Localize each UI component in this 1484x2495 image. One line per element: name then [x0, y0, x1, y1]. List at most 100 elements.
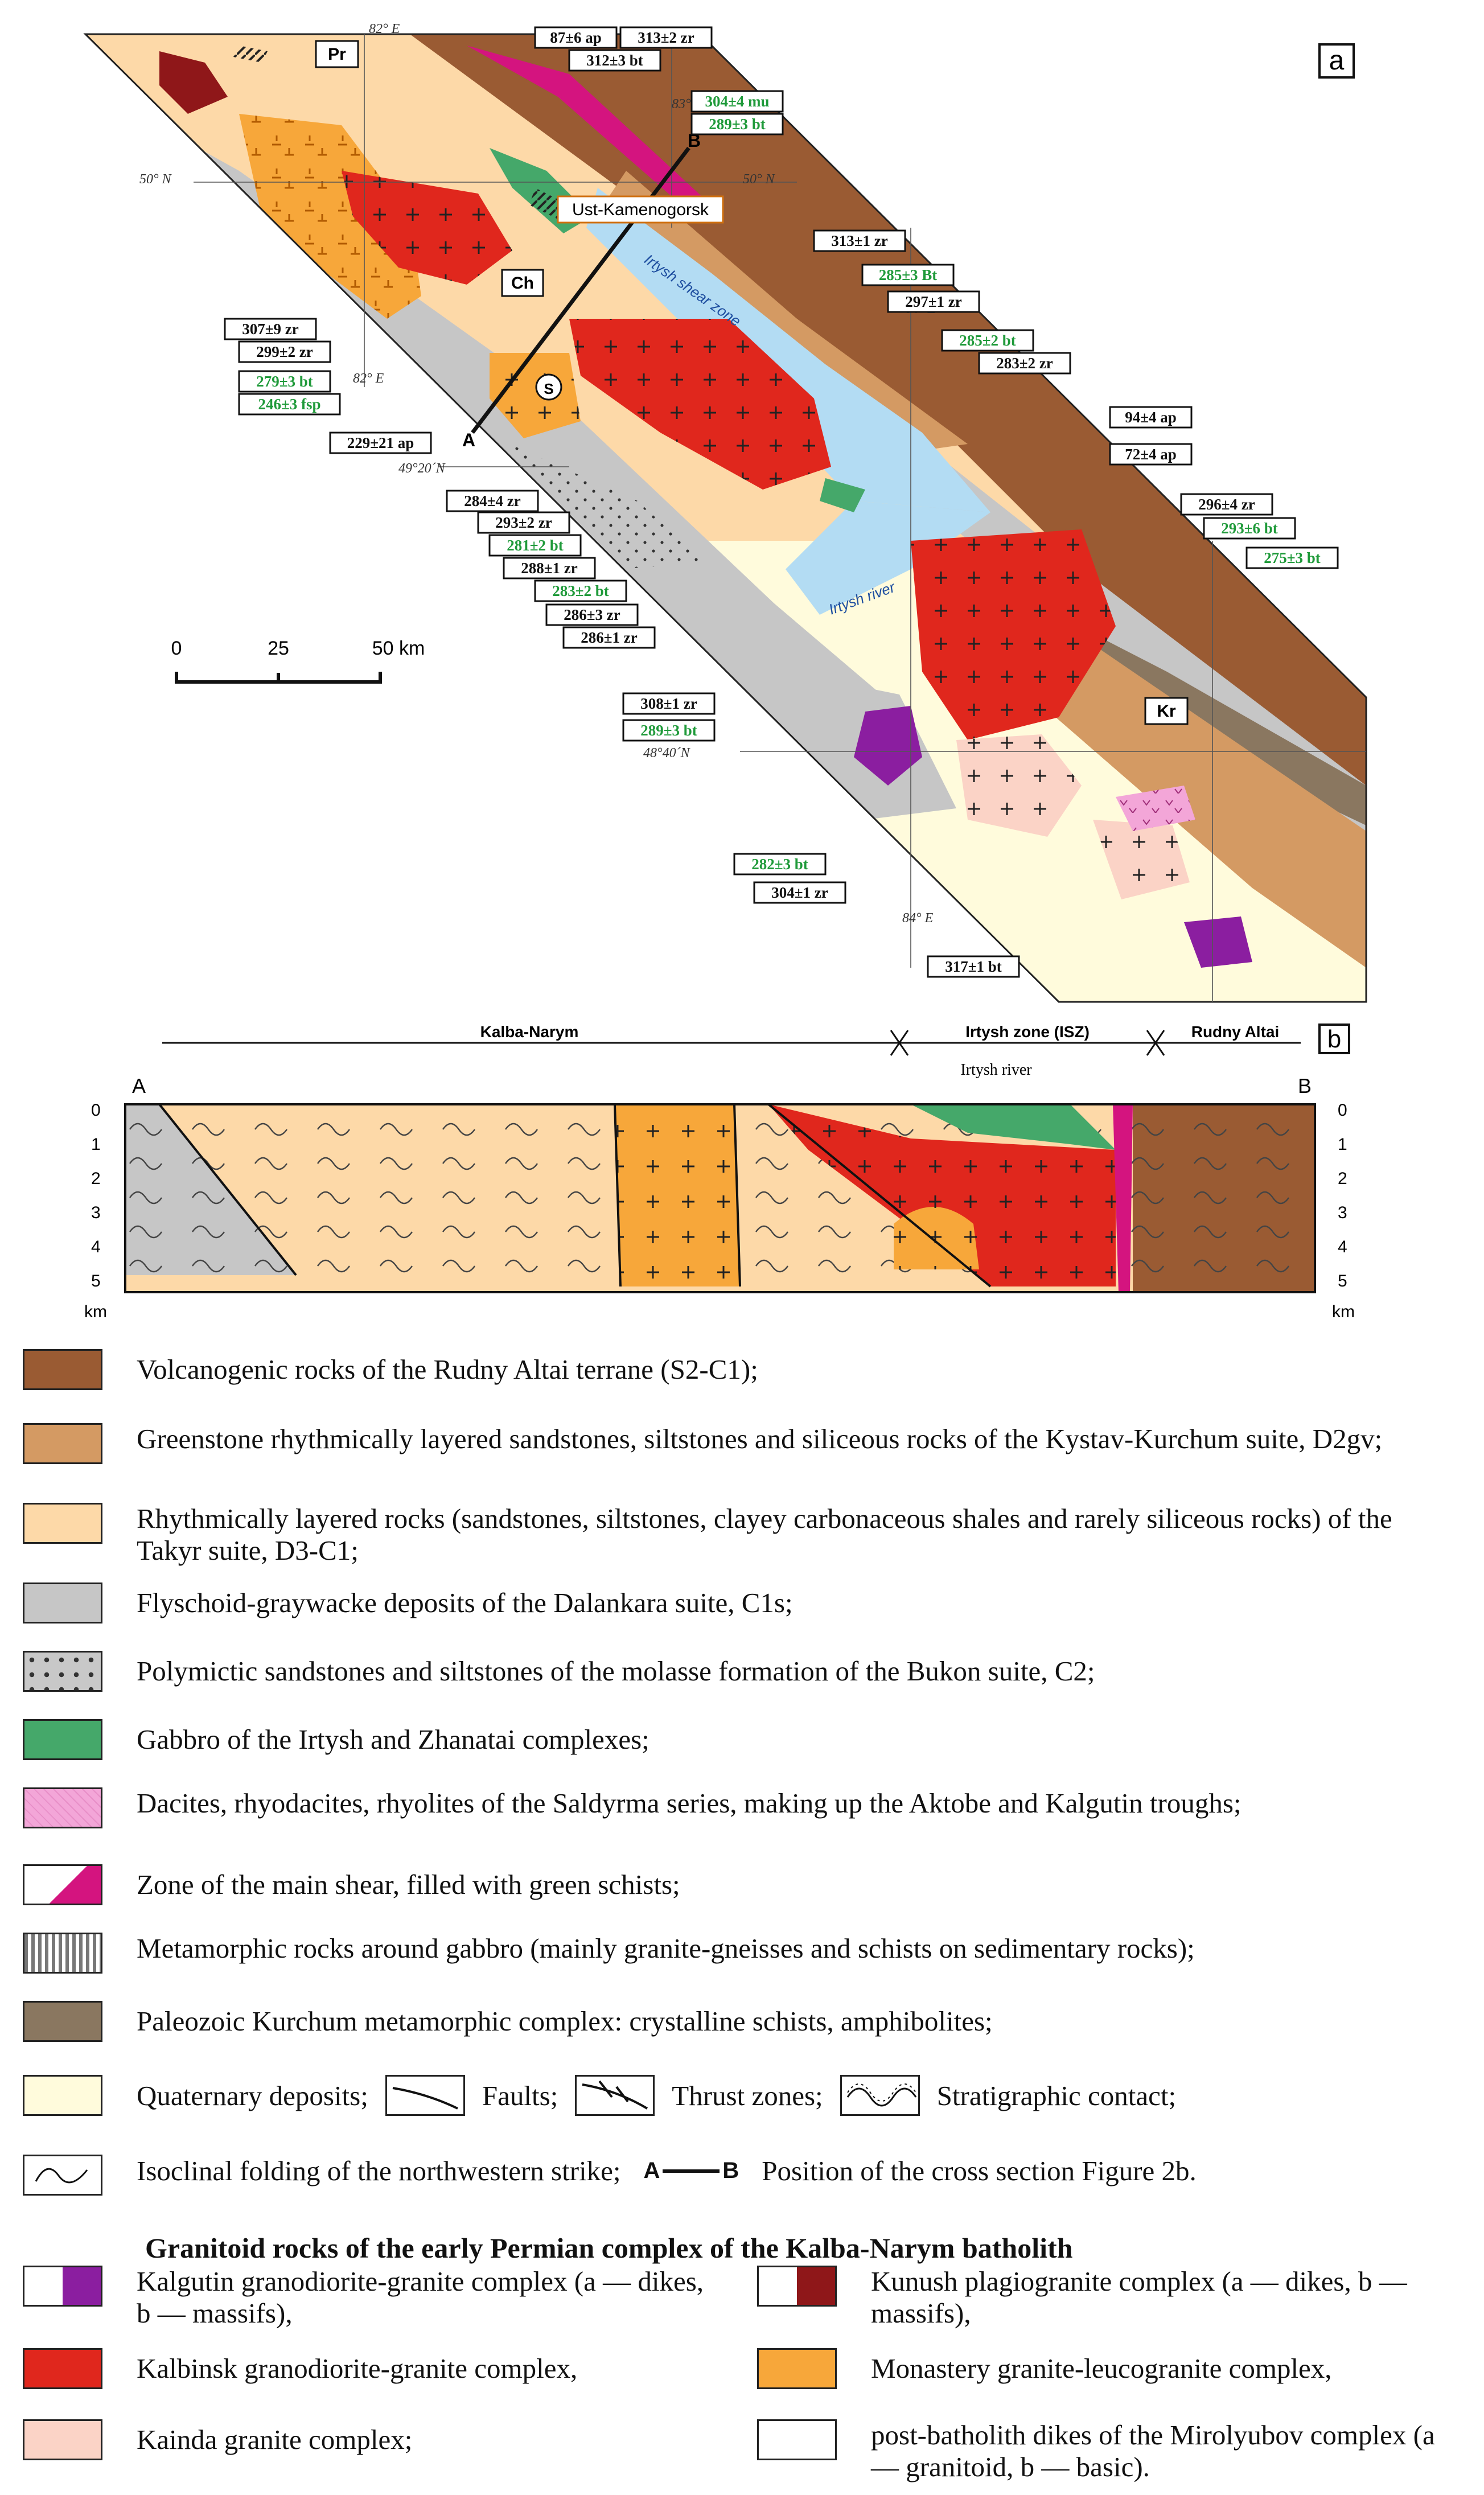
place-kr: Kr: [1157, 702, 1176, 721]
age-label-box: [1180, 493, 1273, 516]
kalgutin-massif: [854, 706, 922, 786]
lon-82-mid: 82° E: [353, 371, 384, 386]
swatch-strat: [840, 2075, 920, 2116]
swatch-faults: [385, 2075, 465, 2116]
zone-irtysh: Irtysh zone (ISZ): [965, 1023, 1090, 1041]
swatch-kainda: [23, 2419, 102, 2460]
age-label: 313±1 zr: [831, 232, 888, 249]
age-label-box: [1109, 406, 1193, 429]
legend-thrust: Thrust zones;: [672, 2079, 823, 2111]
legend-monastery-text: Monastery granite-leucogranite complex,: [871, 2353, 1332, 2384]
depth-tick-left: 5: [91, 1272, 101, 1290]
legend-row-gabbro: Gabbro of the Irtysh and Zhanatai comple…: [23, 1719, 1423, 1760]
age-label: 296±4 zr: [1198, 496, 1255, 513]
legend-kalgutin-text: Kalgutin granodiorite-granite complex (a…: [137, 2266, 704, 2329]
legend-monastery: Monastery granite-leucogranite complex,: [757, 2348, 1440, 2389]
swatch-kystav: [23, 1423, 102, 1464]
swatch-metam: [23, 1933, 102, 1974]
age-label: 246±3 fsp: [258, 396, 320, 413]
depth-tick-left: 4: [91, 1238, 101, 1256]
age-label: 299±2 zr: [256, 343, 313, 360]
depth-unit-right: km: [1332, 1302, 1355, 1321]
swatch-takyr: [23, 1503, 102, 1544]
age-label: 281±2 bt: [507, 537, 564, 554]
age-label-box: [861, 264, 955, 286]
legend-text-metam: Metamorphic rocks around gabbro (mainly …: [137, 1933, 1195, 1964]
legend-strat: Stratigraphic contact;: [936, 2079, 1177, 2111]
age-label: 297±1 zr: [905, 293, 962, 310]
age-label-box: [619, 26, 713, 49]
legend-kunush-text: Kunush plagiogranite complex (a — dikes,…: [871, 2266, 1407, 2329]
legend-kalgutin: Kalgutin granodiorite-granite complex (a…: [23, 2266, 706, 2329]
age-label: 307±9 zr: [242, 320, 299, 338]
legend-text-shear: Zone of the main shear, filled with gree…: [137, 1869, 680, 1900]
city-ust-kamenogorsk: Ust-Kamenogorsk: [572, 200, 709, 219]
swatch-kurchum: [23, 2001, 102, 2042]
legend-text-dacite: Dacites, rhyodacites, rhyolites of the S…: [137, 1787, 1242, 1819]
zone-header: Kalba-Narym Irtysh zone (ISZ) Rudny Alta…: [162, 1023, 1301, 1056]
age-label-box: [1203, 517, 1296, 540]
swatch-dalankara: [23, 1583, 102, 1623]
panel-a-label: a: [1329, 46, 1345, 76]
age-label-box: [562, 626, 656, 649]
age-label-box: [1109, 443, 1193, 466]
swatch-kalbinsk: [23, 2348, 102, 2389]
legend-ab-b: B: [722, 2158, 739, 2183]
age-label-box: [941, 329, 1034, 352]
legend-text-kystav: Greenstone rhythmically layered sandston…: [137, 1423, 1383, 1454]
age-label: 312±3 bt: [586, 52, 643, 69]
legend-kunush: Kunush plagiogranite complex (a — dikes,…: [757, 2266, 1440, 2329]
age-label-box: [238, 370, 331, 393]
depth-tick-left: 2: [91, 1169, 101, 1188]
main-shear-zone: [467, 46, 717, 216]
swatch-kunush: [757, 2266, 837, 2307]
age-label: 284±4 zr: [464, 492, 521, 509]
legend-mirolyubov-text: post-batholith dikes of the Mirolyubov c…: [871, 2419, 1435, 2482]
age-label-box: [690, 90, 784, 113]
scale-tick-0: 0: [171, 638, 182, 659]
section-faults: [158, 1103, 992, 1288]
legend-row-kystav: Greenstone rhythmically layered sandston…: [23, 1423, 1423, 1464]
scale-tick-25: 25: [268, 638, 289, 659]
age-label: 229±21 ap: [347, 434, 414, 451]
age-label: 283±2 bt: [552, 582, 609, 599]
age-label-box: [622, 692, 716, 715]
legend-text-dalankara: Flyschoid-graywacke deposits of the Dala…: [137, 1587, 793, 1618]
age-label-box: [329, 431, 432, 454]
zone-rudny-altai: Rudny Altai: [1191, 1023, 1280, 1041]
legend-row-kurchum: Paleozoic Kurchum metamorphic complex: c…: [23, 2001, 1423, 2042]
legend-kainda-text: Kainda granite complex;: [137, 2424, 413, 2455]
granitoid-title: Granitoid rocks of the early Permian com…: [145, 2232, 1073, 2264]
age-label-box: [534, 26, 618, 49]
section-end-a-b: A: [132, 1074, 146, 1098]
kystav-suite: [603, 171, 968, 455]
section-river-label: Irtysh river: [960, 1061, 1032, 1079]
lon-84-bot: 84° E: [902, 911, 934, 926]
age-label-box: [927, 955, 1020, 978]
depth-tick-right: 1: [1338, 1135, 1347, 1154]
age-label: 282±3 bt: [751, 856, 808, 873]
age-label-box: [545, 603, 639, 626]
age-label: 289±3 bt: [709, 116, 766, 133]
legend-kalbinsk: Kalbinsk granodiorite-granite complex,: [23, 2348, 706, 2389]
age-label-box: [1245, 546, 1339, 569]
depth-tick-left: 0: [91, 1101, 101, 1120]
panel-a-label-box: [1318, 43, 1355, 79]
age-label-box: [477, 511, 570, 534]
legend-row-takyr: Rhythmically layered rocks (sandstones, …: [23, 1503, 1423, 1567]
section-end-b-b: B: [1298, 1074, 1312, 1098]
legend-isoclinal: Isoclinal folding of the northwestern st…: [137, 2155, 621, 2186]
age-label-box: [568, 49, 661, 72]
lat-50-right: 50° N: [743, 172, 776, 187]
age-label: 275±3 bt: [1264, 549, 1321, 566]
age-label-box: [534, 579, 627, 602]
age-label: 286±3 zr: [564, 606, 620, 623]
zone-kalba-narym: Kalba-Narym: [480, 1023, 579, 1041]
age-label-box: [224, 318, 317, 340]
swatch-mirolyubov: [757, 2419, 837, 2460]
legend-position: Position of the cross section Figure 2b.: [762, 2155, 1197, 2186]
legend-row-metam: Metamorphic rocks around gabbro (mainly …: [23, 1933, 1423, 1974]
legend-kalbinsk-text: Kalbinsk granodiorite-granite complex,: [137, 2353, 578, 2384]
lat-50-left: 50° N: [139, 172, 172, 187]
